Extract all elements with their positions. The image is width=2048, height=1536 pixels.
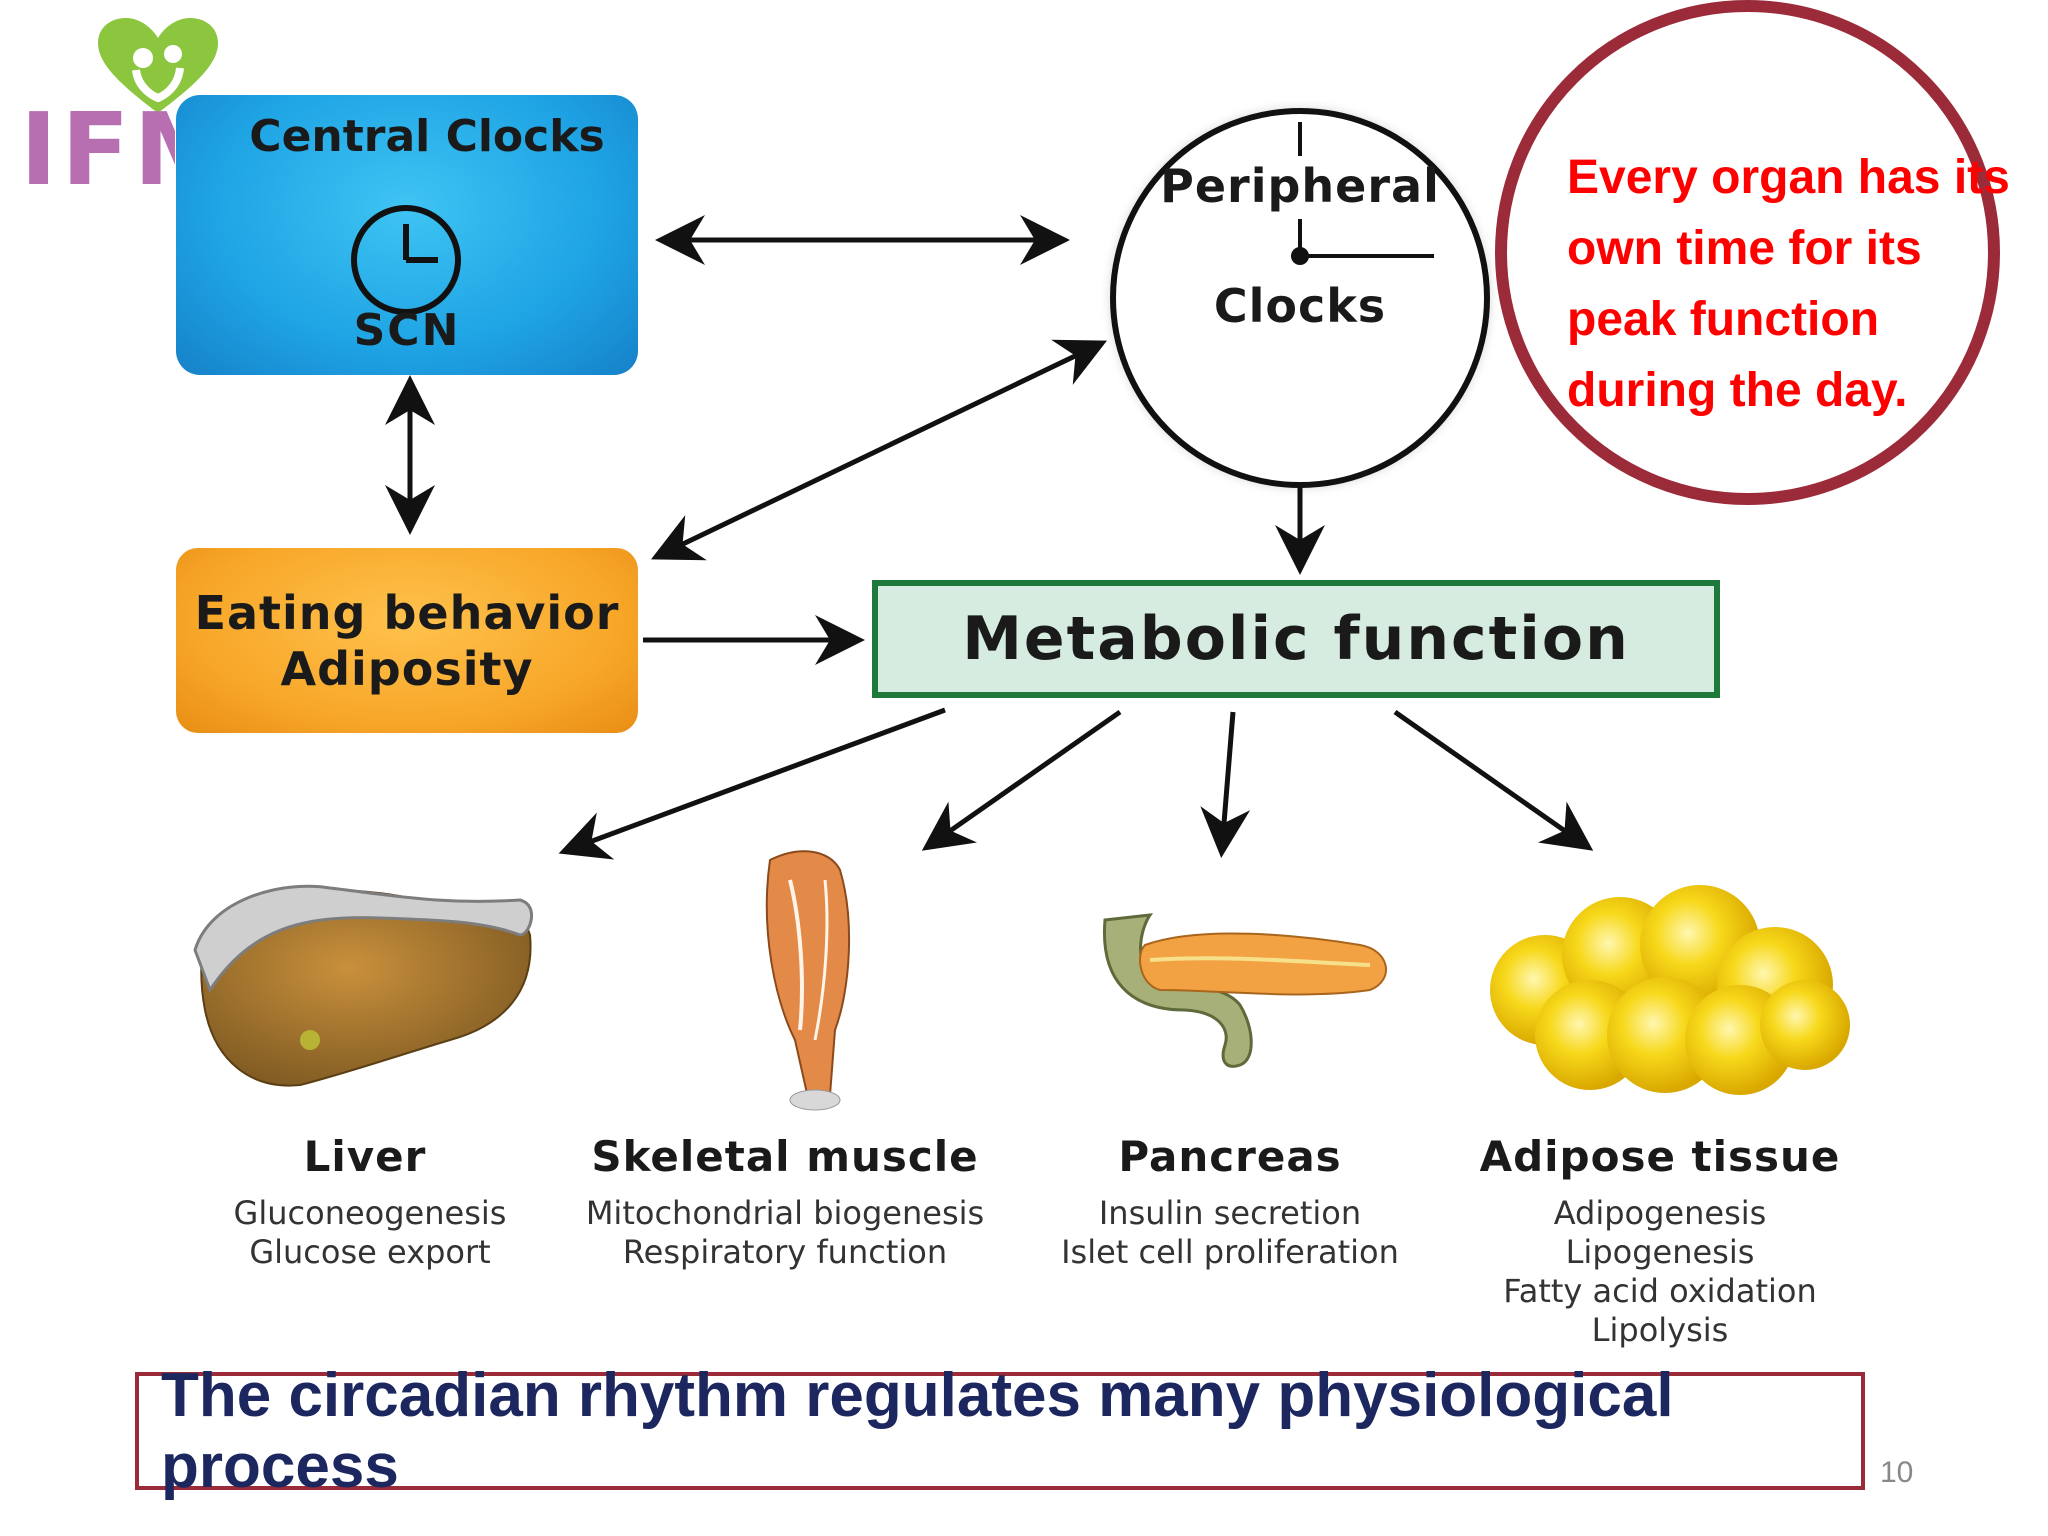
arrow-eating-peripheral (650, 339, 1108, 561)
arrow-metabolic-muscle (921, 709, 1122, 851)
peripheral-line2: Clocks (1213, 279, 1387, 333)
organ-desc-adipose: Adipogenesis Lipogenesis Fatty acid oxid… (1503, 1194, 1817, 1349)
organ-title-pancreas: Pancreas (1118, 1132, 1342, 1181)
organ-desc-muscle: Mitochondrial biogenesis Respiratory fun… (585, 1194, 985, 1271)
organ-desc-liver: Gluconeogenesis Glucose export (233, 1194, 507, 1271)
heart-family-icon (98, 18, 218, 113)
page-number: 10 (1880, 1456, 1914, 1489)
eating-line2: Adiposity (280, 641, 534, 696)
banner-text: The circadian rhythm regulates many phys… (161, 1361, 1674, 1501)
organ-title-adipose: Adipose tissue (1479, 1132, 1841, 1181)
clock-icon (351, 205, 461, 315)
organ-title-muscle: Skeletal muscle (591, 1132, 979, 1181)
arrow-metabolic-adipose (1393, 709, 1594, 851)
clock-face-icon (1291, 122, 1434, 265)
adipose-illustration (1490, 885, 1850, 1095)
organ-desc-pancreas: Insulin secretion Islet cell proliferati… (1061, 1194, 1399, 1271)
metabolic-function-box: Metabolic function (872, 580, 1720, 698)
peripheral-line1: Peripheral (1160, 159, 1440, 213)
organ-timing-callout: Every organ has its own time for its pea… (1495, 0, 2010, 505)
eating-behavior-box: Eating behavior Adiposity (176, 548, 638, 733)
metabolic-label: Metabolic function (962, 604, 1630, 674)
circadian-banner: The circadian rhythm regulates many phys… (135, 1361, 1865, 1501)
muscle-illustration (765, 850, 851, 1111)
eating-line1: Eating behavior (194, 585, 620, 640)
callout-text: Every organ has its own time for its pea… (1567, 151, 2010, 417)
central-clocks-title: Central Clocks (249, 111, 605, 162)
arrow-metabolic-liver (558, 707, 946, 860)
organ-title-liver: Liver (303, 1132, 427, 1181)
arrow-metabolic-pancreas (1200, 711, 1251, 858)
central-clocks-box: Central Clocks SCN (176, 95, 638, 375)
peripheral-clocks-circle: Peripheral Clocks (1110, 108, 1490, 488)
liver-illustration (193, 884, 533, 1087)
pancreas-illustration (1102, 913, 1387, 1068)
central-clocks-scn: SCN (353, 305, 461, 356)
